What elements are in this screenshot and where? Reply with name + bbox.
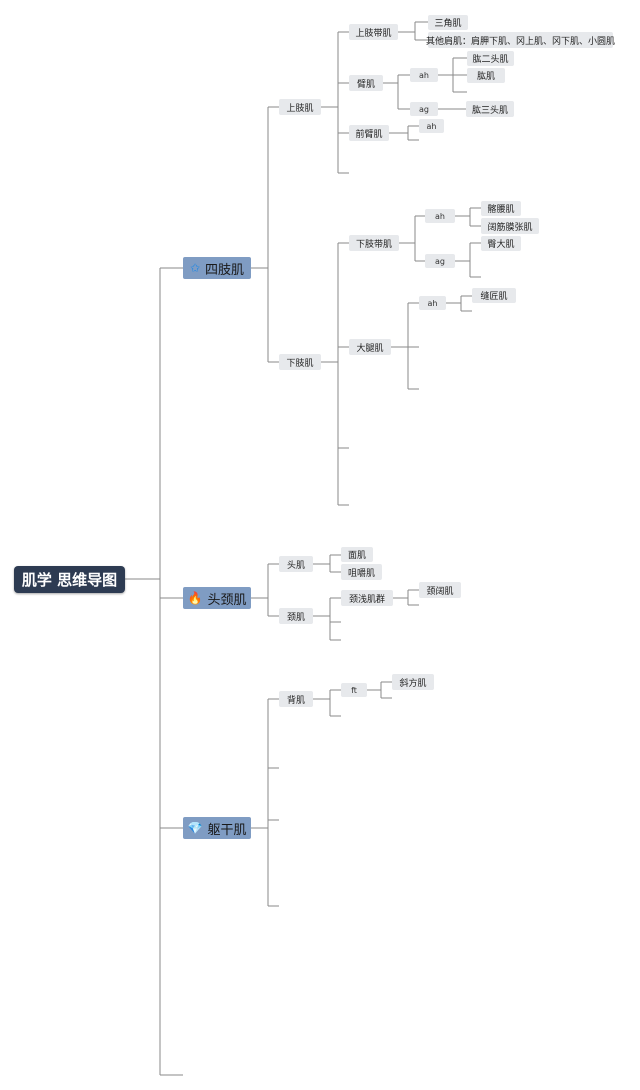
node-upper-limb[interactable]: 上肢肌 bbox=[279, 99, 321, 115]
node-forearm-ah-label: ah bbox=[426, 121, 437, 131]
node-lower-limb-label: 下肢肌 bbox=[286, 358, 314, 369]
star-icon: ✩ bbox=[189, 261, 201, 275]
node-triceps[interactable]: 肱三头肌 bbox=[466, 101, 514, 117]
node-biceps-label: 肱二头肌 bbox=[472, 55, 509, 65]
node-arm-ah-label: ah bbox=[419, 70, 429, 80]
node-back-ft[interactable]: ft bbox=[341, 683, 367, 697]
node-arm-ag-label: ag bbox=[419, 104, 429, 114]
node-arm-label: 臂肌 bbox=[356, 79, 375, 90]
node-deltoid-label: 三角肌 bbox=[434, 19, 462, 29]
gem-icon: 💎 bbox=[187, 821, 203, 835]
node-upper-limb-label: 上肢肌 bbox=[286, 103, 314, 114]
node-pelvic-girdle-label: 下肢带肌 bbox=[355, 239, 392, 250]
node-superficial-neck-label: 颈浅肌群 bbox=[348, 594, 385, 605]
node-forearm-ah[interactable]: ah bbox=[419, 119, 444, 133]
node-arm-ah[interactable]: ah bbox=[410, 68, 438, 82]
branch-limbs[interactable]: ✩ 四肢肌 bbox=[183, 257, 251, 279]
node-gluteus-max-label: 臀大肌 bbox=[487, 240, 515, 250]
branch-limbs-label: 四肢肌 bbox=[205, 262, 245, 278]
node-thigh-ah[interactable]: ah bbox=[419, 296, 446, 310]
node-other-shoulder-label: 其他肩肌：肩胛下肌、冈上肌、冈下肌、小圆肌 bbox=[426, 36, 616, 47]
node-arm-ag[interactable]: ag bbox=[410, 102, 438, 116]
branch-trunk[interactable]: 💎 躯干肌 bbox=[183, 817, 251, 839]
node-facial[interactable]: 面肌 bbox=[341, 547, 373, 562]
node-thigh-ah-label: ah bbox=[427, 298, 438, 308]
node-pelvic-ah-label: ah bbox=[435, 211, 445, 221]
node-forearm-label: 前臂肌 bbox=[355, 129, 383, 140]
node-trapezius-label: 斜方肌 bbox=[399, 678, 427, 689]
node-pelvic-ah[interactable]: ah bbox=[425, 209, 455, 223]
root-topic-label: 肌学 思维导图 bbox=[21, 571, 118, 589]
node-shoulder-girdle[interactable]: 上肢带肌 bbox=[349, 24, 398, 40]
node-brachialis[interactable]: 肱肌 bbox=[467, 68, 505, 83]
node-back-label: 背肌 bbox=[286, 695, 305, 706]
fire-icon: 🔥 bbox=[187, 591, 203, 605]
node-superficial-neck[interactable]: 颈浅肌群 bbox=[341, 590, 393, 606]
node-head[interactable]: 头肌 bbox=[279, 556, 313, 572]
node-other-shoulder[interactable]: 其他肩肌：肩胛下肌、冈上肌、冈下肌、小圆肌 bbox=[426, 32, 616, 48]
node-facial-label: 面肌 bbox=[347, 551, 366, 561]
branch-head-neck-label: 头颈肌 bbox=[207, 592, 247, 608]
node-masticatory[interactable]: 咀嚼肌 bbox=[341, 564, 382, 580]
node-sartorius[interactable]: 缝匠肌 bbox=[472, 288, 516, 303]
node-neck[interactable]: 颈肌 bbox=[279, 608, 313, 624]
node-biceps[interactable]: 肱二头肌 bbox=[467, 51, 514, 66]
node-iliopsoas[interactable]: 髂腰肌 bbox=[481, 201, 521, 216]
branch-head-neck[interactable]: 🔥 头颈肌 bbox=[183, 587, 251, 609]
node-tfl-label: 阔筋膜张肌 bbox=[487, 222, 533, 233]
node-pelvic-ag-label: ag bbox=[435, 256, 445, 266]
node-arm[interactable]: 臂肌 bbox=[349, 75, 383, 91]
node-deltoid[interactable]: 三角肌 bbox=[428, 15, 468, 30]
node-thigh-label: 大腿肌 bbox=[356, 343, 384, 354]
node-gluteus-max[interactable]: 臀大肌 bbox=[481, 236, 521, 251]
node-brachialis-label: 肱肌 bbox=[476, 72, 495, 82]
node-forearm[interactable]: 前臂肌 bbox=[349, 125, 389, 141]
root-topic[interactable]: 肌学 思维导图 bbox=[14, 566, 125, 593]
node-pelvic-girdle[interactable]: 下肢带肌 bbox=[349, 235, 399, 251]
node-back[interactable]: 背肌 bbox=[279, 691, 313, 707]
node-pelvic-ag[interactable]: ag bbox=[425, 254, 455, 268]
branch-trunk-label: 躯干肌 bbox=[207, 822, 247, 838]
node-trapezius[interactable]: 斜方肌 bbox=[392, 674, 434, 690]
node-shoulder-girdle-label: 上肢带肌 bbox=[355, 28, 392, 39]
node-tfl[interactable]: 阔筋膜张肌 bbox=[481, 218, 539, 234]
node-iliopsoas-label: 髂腰肌 bbox=[487, 205, 515, 215]
node-platysma-label: 颈阔肌 bbox=[426, 586, 454, 597]
node-head-label: 头肌 bbox=[286, 560, 305, 571]
node-back-ft-label: ft bbox=[351, 685, 357, 695]
node-masticatory-label: 咀嚼肌 bbox=[347, 568, 375, 579]
node-neck-label: 颈肌 bbox=[286, 612, 305, 623]
node-platysma[interactable]: 颈阔肌 bbox=[419, 582, 461, 598]
node-thigh[interactable]: 大腿肌 bbox=[349, 339, 391, 355]
node-sartorius-label: 缝匠肌 bbox=[480, 292, 508, 302]
node-triceps-label: 肱三头肌 bbox=[471, 105, 508, 116]
node-lower-limb[interactable]: 下肢肌 bbox=[279, 354, 321, 370]
